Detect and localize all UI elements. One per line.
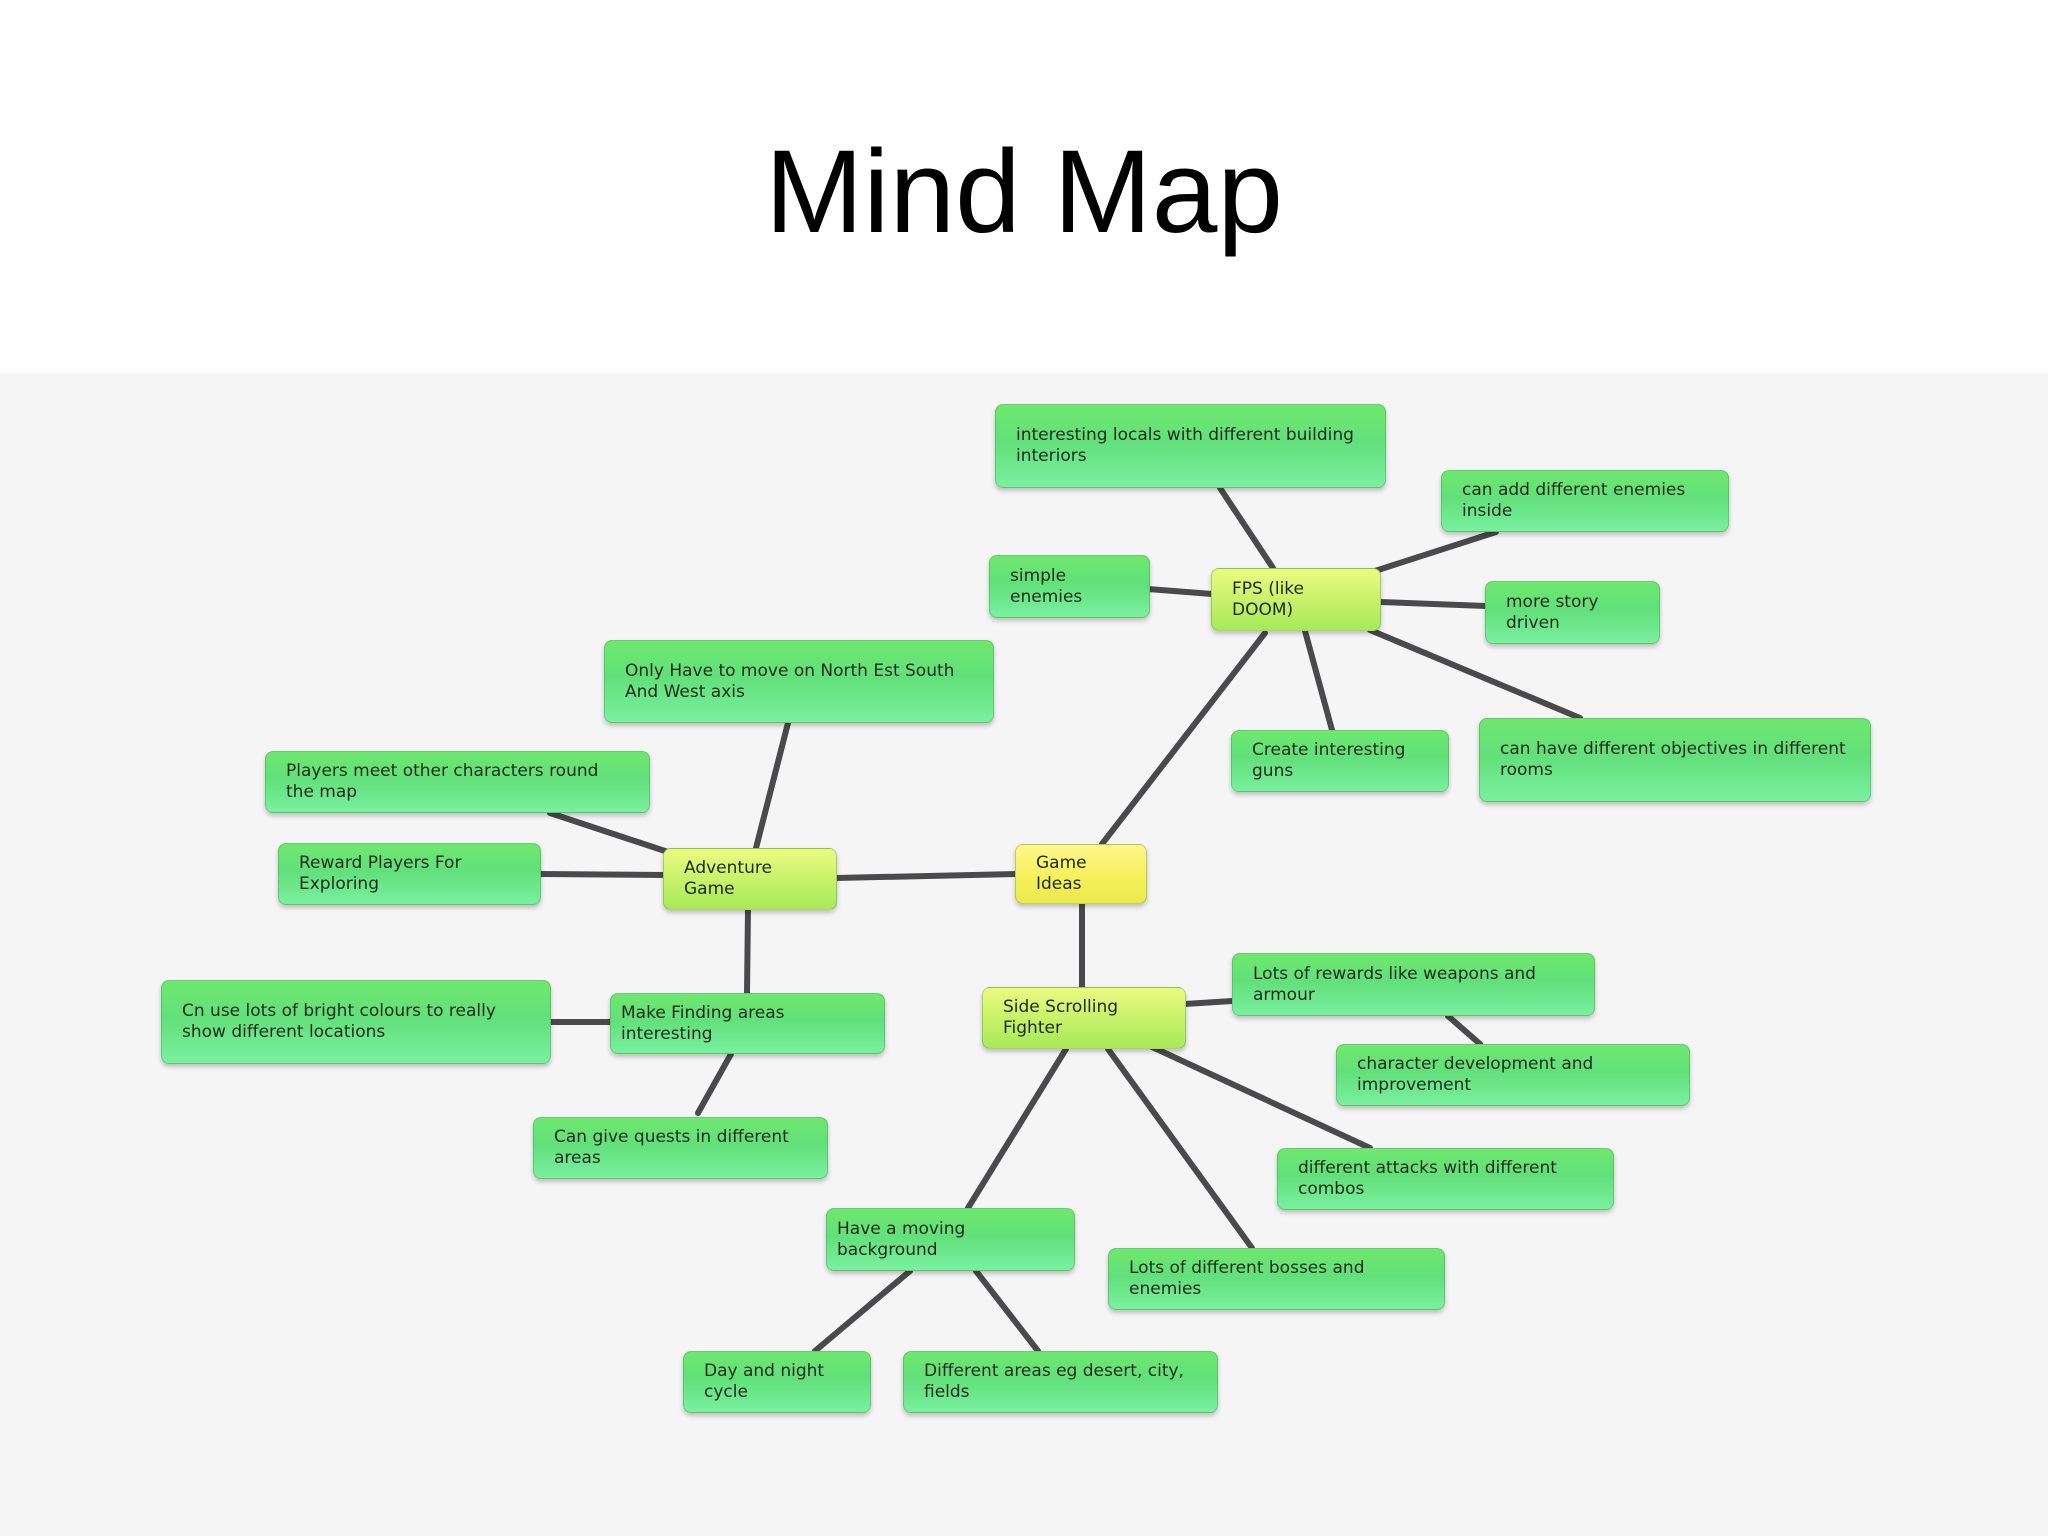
connector [1302,628,1335,733]
slide-title: Mind Map [764,126,1284,258]
leaf-node-bosses-enemies[interactable]: Lots of different bosses and enemies [1108,1248,1445,1310]
branch-node-side-scrolling-fighter[interactable]: Side Scrolling Fighter [982,987,1186,1049]
connector [695,1051,734,1116]
connector [973,1268,1041,1354]
connector [833,871,1020,881]
connector [1099,630,1268,847]
leaf-node-quests[interactable]: Can give quests in different areas [533,1117,828,1179]
branch-node-finding-areas[interactable]: Make Finding areas interesting [610,993,885,1054]
leaf-node-character-development[interactable]: character development and improvement [1336,1044,1690,1106]
leaf-node-meet-characters[interactable]: Players meet other characters round the … [265,751,650,813]
leaf-node-reward-exploring[interactable]: Reward Players For Exploring [278,843,541,905]
connector [812,1268,913,1354]
leaf-node-different-objectives[interactable]: can have different objectives in differe… [1479,718,1871,802]
connector [1105,1046,1255,1251]
connector [1377,599,1489,609]
connector [753,720,791,851]
mind-map-canvas: Game Ideas FPS (like DOOM) Adventure Gam… [0,373,2048,1536]
leaf-node-more-story-driven[interactable]: more story driven [1485,581,1660,644]
leaf-node-compass-movement[interactable]: Only Have to move on North Est South And… [604,640,994,723]
connector [744,906,751,996]
branch-node-moving-background[interactable]: Have a moving background [826,1208,1075,1271]
connector-layer [537,485,1583,1354]
root-node[interactable]: Game Ideas [1015,844,1147,904]
leaf-node-attacks-combos[interactable]: different attacks with different combos [1277,1148,1614,1210]
connector [1182,998,1235,1007]
leaf-node-interesting-guns[interactable]: Create interesting guns [1231,730,1449,792]
connector [1367,627,1583,721]
leaf-node-day-night-cycle[interactable]: Day and night cycle [683,1351,871,1413]
leaf-node-interesting-locals[interactable]: interesting locals with different buildi… [995,404,1386,488]
connector [965,1046,1069,1211]
branch-node-adventure[interactable]: Adventure Game [663,848,837,910]
leaf-node-bright-colours[interactable]: Cn use lots of bright colours to really … [161,980,551,1064]
connector [1145,586,1215,597]
connector [1217,485,1276,571]
connector [1147,1043,1373,1151]
leaf-node-rewards-weapons[interactable]: Lots of rewards like weapons and armour [1232,953,1595,1016]
leaf-node-different-areas[interactable]: Different areas eg desert, city, fields [903,1351,1218,1413]
branch-node-fps[interactable]: FPS (like DOOM) [1211,568,1381,631]
leaf-node-simple-enemies[interactable]: simple enemies [989,555,1150,618]
connector [537,871,668,878]
connector [547,810,671,855]
leaf-node-enemies-inside[interactable]: can add different enemies inside [1441,470,1729,532]
connector [1445,1013,1483,1047]
connector [1372,529,1499,574]
